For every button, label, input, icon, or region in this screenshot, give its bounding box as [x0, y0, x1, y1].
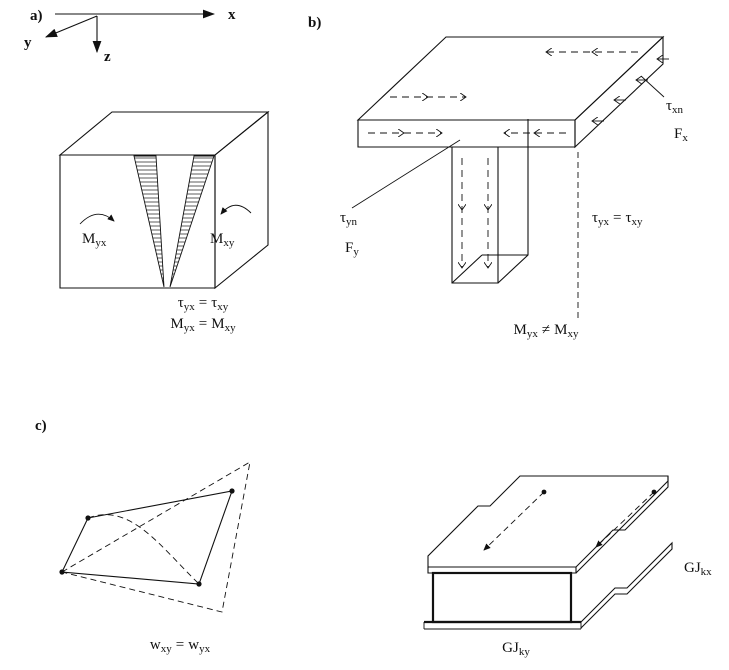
t-beam: [356, 35, 665, 284]
gj-kx-label: GJkx: [684, 560, 712, 578]
stress-wedge-right: [169, 155, 215, 288]
stress-wedge-left: [133, 155, 165, 288]
y-axis-label: y: [24, 35, 32, 51]
flange-end-face: [574, 35, 664, 149]
panel-b-label: b): [308, 15, 321, 31]
torsion-arrow: [483, 491, 545, 551]
f-y-label: Fy: [345, 240, 359, 258]
flange-front-face: [357, 119, 576, 148]
top-plate-face: [427, 475, 669, 568]
moment-left-label: Myx: [82, 231, 107, 249]
coordinate-axes: x y z: [24, 7, 236, 65]
bottom-plate-right-band: [580, 541, 673, 629]
cube-top-face: [58, 111, 270, 156]
moment-arrow-left: [79, 213, 115, 225]
panel-a-label: a): [30, 8, 43, 24]
web-bottom-edge: [451, 254, 483, 284]
web-right-face: [497, 119, 529, 284]
leader-line-tau-xn: [640, 75, 665, 98]
corner-node: [229, 488, 235, 494]
web-plate: [431, 571, 573, 624]
corner-node: [59, 569, 65, 575]
torsion-arrow: [595, 491, 655, 548]
torsion-flow-arrows: [483, 489, 657, 551]
z-axis-label: z: [104, 49, 111, 65]
grillage-model: [423, 475, 673, 630]
plate-warp-curve: [87, 514, 200, 585]
panel-c-label: c): [35, 418, 47, 434]
panel-a: a) x y z Myx Mxy τyx=τxy Myx=Mxy: [24, 7, 270, 334]
plate-undeformed-outline: [61, 490, 233, 585]
top-plate-back-edge: [575, 480, 669, 574]
leader-line-tau-yn: [351, 139, 461, 209]
equation-tau-a: τyx=τxy: [178, 295, 229, 313]
cube-right-face: [214, 110, 269, 290]
panel-c: c) wxy=wyx: [35, 418, 712, 658]
tau-xn-label: τxn: [666, 98, 684, 116]
corner-node: [85, 515, 91, 521]
equation-moment-a: Myx=Mxy: [170, 316, 236, 334]
tau-yn-label: τyn: [340, 210, 358, 228]
panel-b: b) τxn: [308, 15, 688, 340]
moment-arrow-right: [220, 204, 252, 215]
y-axis-arrow: [44, 15, 98, 38]
equation-warp: wxy=wyx: [150, 637, 211, 655]
f-x-label: Fx: [674, 126, 688, 144]
shear-flow: [368, 52, 638, 268]
corner-node: [196, 581, 202, 587]
stress-cube: Myx Mxy: [58, 110, 270, 290]
warped-plate: [59, 461, 251, 613]
web-front-face: [451, 147, 499, 284]
plate-deformed-outline: [61, 461, 251, 613]
equation-moment-b: Myx≠Mxy: [514, 322, 579, 340]
moment-right-label: Mxy: [210, 231, 235, 249]
equation-tau-b: τyx=τxy: [592, 210, 643, 228]
gj-ky-label: GJky: [502, 640, 530, 658]
x-axis-label: x: [228, 7, 236, 23]
